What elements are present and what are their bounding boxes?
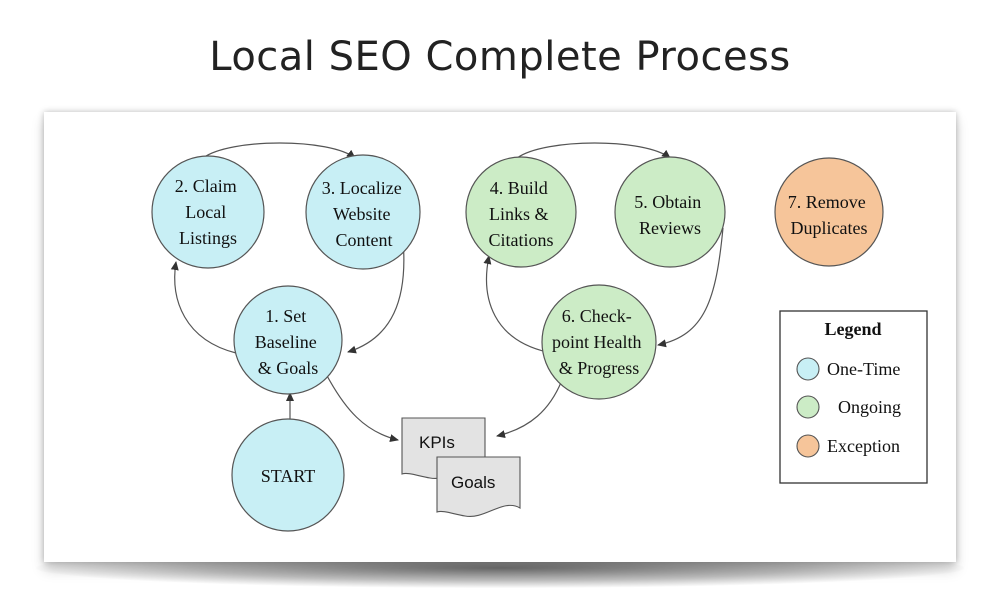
legend-exception-label: Exception [827, 436, 900, 456]
node-duplicates-label: 7. Remove Duplicates [788, 192, 871, 238]
edge-checkpoint-to-build [483, 255, 548, 353]
node-checkpoint-circle [541, 284, 657, 400]
node-localize-circle [305, 154, 421, 270]
edge-claim-to-localize [202, 142, 356, 159]
legend-exception-swatch [796, 434, 820, 458]
kpis-document-label: KPIs [419, 433, 455, 452]
node-build-circle [465, 156, 577, 268]
legend-one-time-label: One-Time [827, 359, 900, 379]
edge-checkpoint-to-kpis [496, 379, 563, 438]
edge-reviews-to-checkpoint [657, 227, 724, 348]
node-checkpoint-label: 6. Check- point Health & Progress [552, 306, 646, 378]
node-baseline-circle [233, 285, 343, 395]
edge-baseline-to-claim [170, 261, 237, 354]
node-claim-circle [151, 155, 265, 269]
legend-ongoing-swatch [796, 395, 820, 419]
node-start-circle [231, 418, 345, 532]
goals-document-shape [436, 456, 521, 517]
node-localize-label: 3. Localize Website Content [322, 178, 406, 250]
node-reviews-label: 5. Obtain Reviews [634, 192, 706, 238]
page-title: Local SEO Complete Process [209, 34, 791, 80]
legend-ongoing-label: Ongoing [838, 397, 901, 417]
edge-localize-to-baseline [347, 239, 405, 354]
node-start-label: START [261, 466, 315, 486]
goals-document-label: Goals [451, 473, 495, 492]
legend-one-time-swatch [796, 357, 820, 381]
edge-baseline-to-kpis [324, 371, 399, 442]
node-build-label: 4. Build Links & Citations [488, 178, 553, 250]
node-claim-label: 2. Claim Local Listings [175, 176, 242, 248]
legend: Legend One-Time Ongoing Exception [779, 310, 928, 484]
legend-title: Legend [824, 319, 881, 339]
node-duplicates-circle [774, 157, 884, 267]
edge-build-to-reviews [516, 142, 671, 159]
node-baseline-label: 1. Set Baseline & Goals [255, 306, 321, 378]
node-reviews-circle [614, 156, 726, 268]
